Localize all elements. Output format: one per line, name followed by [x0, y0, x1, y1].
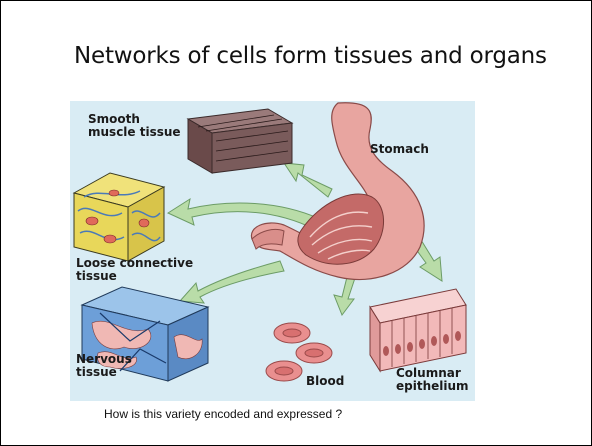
smooth-muscle-block	[188, 109, 292, 173]
label-nervous: Nervous tissue	[76, 353, 132, 379]
tissue-diagram: Smooth muscle tissue Stomach Loose conne…	[70, 101, 475, 401]
blood-cells	[266, 323, 332, 381]
label-blood: Blood	[306, 375, 344, 388]
label-loose-connective: Loose connective tissue	[76, 257, 193, 283]
loose-connective-block	[74, 173, 164, 261]
arrow-to-muscle	[284, 163, 332, 197]
question-text: How is this variety encoded and expresse…	[104, 407, 342, 421]
arrow-to-connective	[168, 199, 320, 229]
label-stomach: Stomach	[370, 143, 429, 156]
label-smooth-muscle: Smooth muscle tissue	[88, 113, 181, 139]
columnar-epithelium-block	[370, 289, 466, 371]
arrow-to-nervous	[180, 261, 284, 303]
slide-title: Networks of cells form tissues and organ…	[74, 43, 547, 69]
label-columnar-epithelium: Columnar epithelium	[396, 367, 469, 393]
